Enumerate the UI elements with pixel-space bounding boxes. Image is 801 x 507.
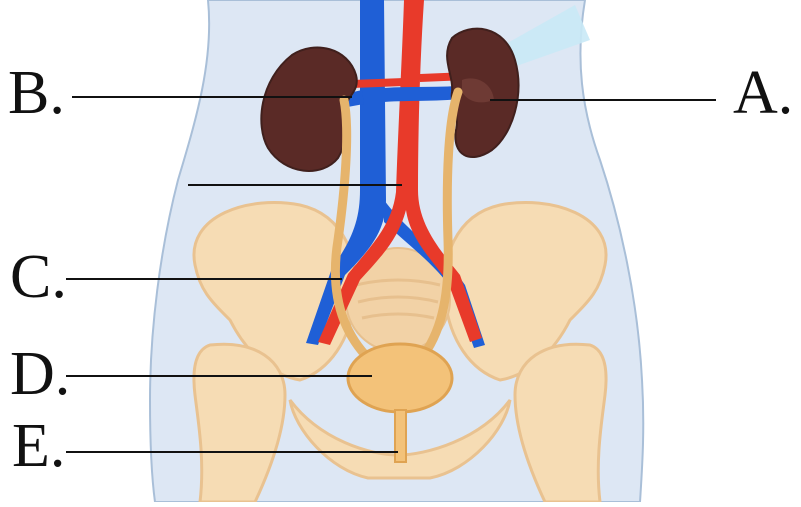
label-b: B.: [8, 62, 65, 124]
label-c: C.: [10, 246, 67, 308]
bladder: [348, 344, 452, 412]
label-a: A.: [733, 62, 793, 124]
urethra: [395, 410, 406, 462]
label-e: E.: [12, 415, 65, 477]
label-d: D.: [10, 343, 70, 405]
